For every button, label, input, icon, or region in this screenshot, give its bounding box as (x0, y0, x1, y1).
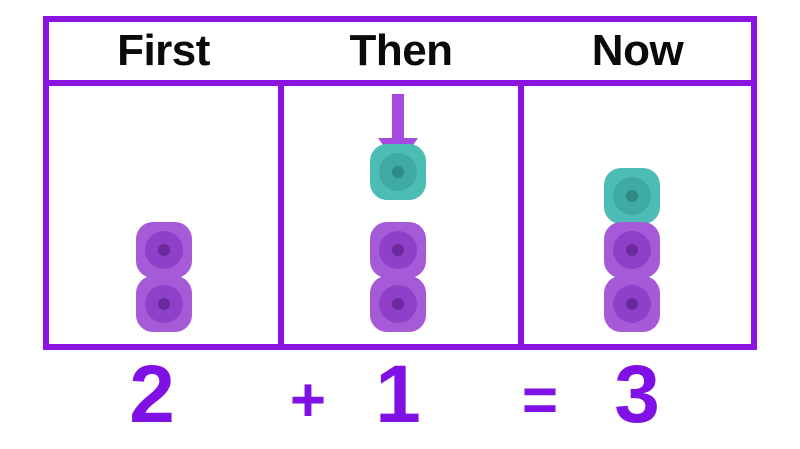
counter-stack-then (278, 144, 518, 332)
counter-pip (625, 190, 638, 202)
counter-pip (625, 244, 638, 256)
header-cell-then: Then (284, 22, 518, 80)
counter-ring (379, 285, 417, 323)
counter-token (603, 222, 660, 278)
equation-equals-operator: = (521, 366, 559, 435)
counter-token (370, 276, 426, 332)
table-header-row: First Then Now (49, 22, 751, 80)
counter-ring (144, 285, 183, 323)
first-then-now-table: First Then Now (43, 16, 757, 350)
counter-token (603, 168, 660, 224)
counter-ring (379, 231, 417, 269)
counter-stack-first (49, 222, 278, 332)
counter-pip (392, 298, 404, 310)
header-cell-now: Now (524, 22, 751, 80)
counter-ring (612, 231, 651, 269)
counter-token (135, 222, 192, 278)
counter-stack-now (518, 168, 745, 332)
table-body-row (49, 80, 751, 344)
counter-pip (157, 298, 170, 310)
header-label-now: Now (591, 26, 684, 75)
header-bottom-rule (49, 80, 751, 86)
equation-row: 2 + 1 = 3 (43, 352, 757, 442)
counter-pip (392, 166, 404, 178)
counter-ring (144, 231, 183, 269)
header-label-then: Then (349, 26, 453, 75)
counter-pip (625, 298, 638, 310)
column-divider-1 (278, 80, 284, 344)
counter-ring (379, 153, 417, 191)
body-cell-first (49, 80, 278, 344)
counter-pip (157, 244, 170, 256)
counter-token (603, 276, 660, 332)
equation-plus-operator: + (289, 366, 327, 435)
counter-ring (612, 177, 651, 215)
column-divider-2 (518, 80, 524, 344)
equation-now-value: 3 (614, 349, 660, 440)
counter-token (135, 276, 192, 332)
counter-ring (612, 285, 651, 323)
header-label-first: First (117, 26, 210, 75)
equation-first-value: 2 (129, 349, 175, 440)
equation-then-value: 1 (375, 349, 421, 440)
counter-pip (392, 244, 404, 256)
body-cell-then (278, 80, 518, 344)
body-cell-now (518, 80, 745, 344)
header-cell-first: First (49, 22, 278, 80)
counter-token (370, 144, 426, 200)
counter-token (370, 222, 426, 278)
